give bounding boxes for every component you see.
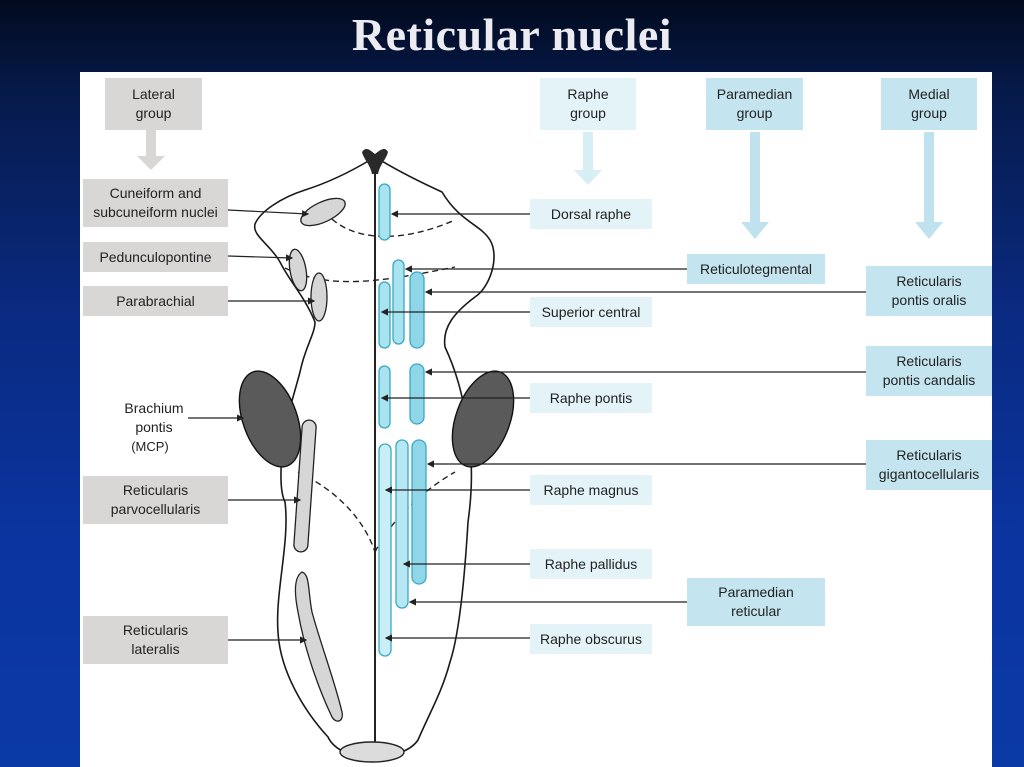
- pontis-oralis-label: Reticularis pontis oralis: [891, 273, 967, 308]
- raphe-pallidus-box: Raphe pallidus: [530, 549, 652, 579]
- slide-title: Reticular nuclei: [351, 9, 673, 60]
- brachium-pontis-label: Brachium pontis: [124, 400, 184, 435]
- cuneiform-box: Cuneiform and subcuneiform nuclei: [83, 179, 228, 227]
- superior-central-nucleus: [378, 281, 391, 349]
- gigantocellularis-nucleus: [411, 439, 427, 585]
- lateralis-box: Reticularis lateralis: [83, 616, 228, 664]
- pontis-caudalis-box: Reticularis pontis candalis: [866, 346, 992, 396]
- parvocellularis-label: Reticularis parvocellularis: [110, 482, 201, 517]
- raphe-pontis-nucleus: [378, 365, 391, 429]
- reticulotegmental-label: Reticulotegmental: [699, 260, 813, 277]
- parabrachial-nucleus: [310, 272, 328, 322]
- parabrachial-label: Parabrachial: [116, 292, 195, 309]
- cuneiform-label: Cuneiform and subcuneiform nuclei: [93, 185, 218, 220]
- pontis-caudalis-label: Reticularis pontis candalis: [882, 353, 976, 388]
- raphe-magnus-box: Raphe magnus: [530, 475, 652, 505]
- gigantocellularis-box: Reticularis gigantocellularis: [866, 440, 992, 490]
- right-leader-lines: [380, 210, 866, 642]
- dorsal-raphe-label: Dorsal raphe: [550, 205, 632, 222]
- raphe-pontis-label: Raphe pontis: [549, 389, 633, 406]
- paramedian-reticular-label: Paramedian reticular: [718, 584, 794, 619]
- superior-central-label: Superior central: [541, 303, 641, 320]
- fourth-ventricle-shape: [362, 148, 388, 174]
- cuneiform-nucleus: [300, 197, 346, 227]
- dorsal-raphe-box: Dorsal raphe: [530, 199, 652, 229]
- pontis-oralis-nucleus: [409, 271, 425, 349]
- brainstem-diagram: [137, 130, 943, 763]
- dashed-boundary-middle: [284, 266, 456, 283]
- raphe-nuclei: [378, 183, 427, 657]
- superior-central-box: Superior central: [530, 297, 652, 327]
- pedunculopontine-nucleus: [288, 248, 308, 292]
- raphe-pallidus-label: Raphe pallidus: [544, 555, 638, 572]
- diagram-panel: Lateral group Raphe group Paramedian gro…: [80, 72, 992, 767]
- paramedian-group-label: Paramedian group: [716, 86, 793, 121]
- raphe-group-label: Raphe group: [567, 86, 609, 121]
- brachium-pontis-left: [238, 370, 302, 468]
- paramedian-group-box: Paramedian group: [706, 78, 803, 130]
- raphe-obscurus-box: Raphe obscurus: [530, 624, 652, 654]
- mcp-box: (MCP): [120, 437, 180, 455]
- lateral-group-box: Lateral group: [105, 78, 202, 130]
- parabrachial-box: Parabrachial: [83, 286, 228, 316]
- raphe-magnus-pallidus-obscurus-nucleus: [378, 443, 392, 657]
- lateralis-label: Reticularis lateralis: [122, 622, 189, 657]
- raphe-group-box: Raphe group: [540, 78, 636, 130]
- lateral-group-arrow: [137, 130, 165, 170]
- reticulotegmental-nucleus: [392, 259, 405, 345]
- lateralis-nucleus: [294, 571, 343, 722]
- paramedian-group-arrow: [741, 132, 769, 239]
- raphe-obscurus-label: Raphe obscurus: [540, 630, 642, 647]
- paramedian-reticular-box: Paramedian reticular: [687, 578, 825, 626]
- brachium-pontis-right: [451, 370, 515, 468]
- parvocellularis-nucleus: [293, 419, 317, 553]
- reticulotegmental-box: Reticulotegmental: [687, 254, 825, 284]
- parvocellularis-box: Reticularis parvocellularis: [83, 476, 228, 524]
- pedunculopontine-box: Pedunculopontine: [83, 242, 228, 272]
- mcp-label: (MCP): [131, 438, 169, 454]
- medial-group-label: Medial group: [908, 86, 950, 121]
- pedunculopontine-label: Pedunculopontine: [99, 248, 212, 265]
- lateral-group-label: Lateral group: [132, 86, 175, 121]
- left-leader-lines: [188, 209, 316, 644]
- raphe-group-arrow: [574, 132, 602, 185]
- gigantocellularis-label: Reticularis gigantocellularis: [878, 447, 980, 482]
- pontis-oralis-box: Reticularis pontis oralis: [866, 266, 992, 316]
- medial-group-arrow: [915, 132, 943, 239]
- paramedian-reticular-nucleus: [395, 439, 409, 609]
- pontis-caudalis-nucleus: [409, 363, 425, 425]
- raphe-pontis-box: Raphe pontis: [530, 383, 652, 413]
- dorsal-raphe-nucleus: [378, 183, 391, 241]
- medial-group-box: Medial group: [881, 78, 977, 130]
- brachium-pontis-box: Brachium pontis: [108, 398, 200, 438]
- raphe-magnus-label: Raphe magnus: [543, 481, 639, 498]
- central-canal: [339, 741, 405, 763]
